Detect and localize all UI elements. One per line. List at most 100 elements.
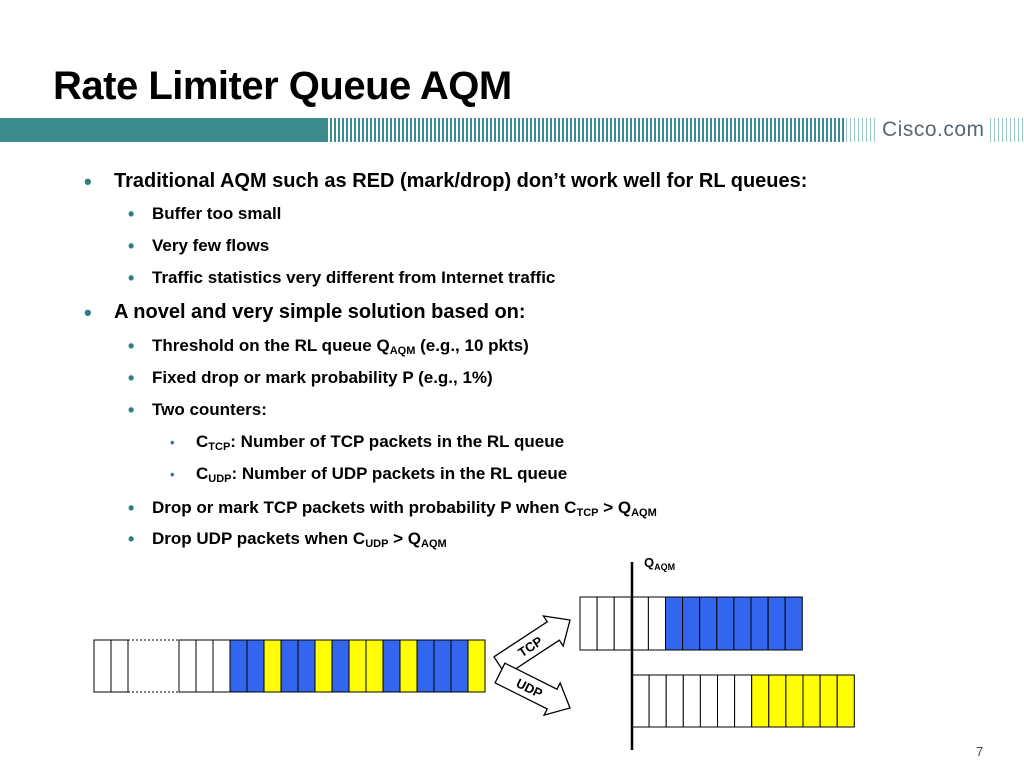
input-queue-cell-tcp <box>450 639 469 693</box>
bullet-marker: • <box>84 300 92 325</box>
bullet-marker: • <box>170 435 175 450</box>
input-queue-cell-udp <box>314 639 333 693</box>
subscript: AQM <box>389 345 416 357</box>
subscript: TCP <box>208 441 231 453</box>
input-queue-cell-udp <box>399 639 418 693</box>
subscript: UDP <box>208 473 232 485</box>
bullet-text: > Q <box>598 498 632 517</box>
cisco-logo: Cisco.com <box>878 118 989 142</box>
input-queue-cell-udp <box>348 639 367 693</box>
input-queue-cell-udp <box>467 639 486 693</box>
input-queue-cell-tcp <box>229 639 248 693</box>
bullet-text: Drop UDP packets when C <box>152 529 366 548</box>
bullet-text: Two counters: <box>152 400 267 419</box>
input-queue-cell-udp <box>263 639 282 693</box>
subscript: UDP <box>365 538 389 550</box>
header-band-stripes <box>326 118 846 142</box>
bullet-marker: • <box>84 169 92 194</box>
udp-queue-cell-empty <box>648 674 667 728</box>
bullet-marker: • <box>128 336 135 356</box>
bullet-item: Drop or mark TCP packets with probabilit… <box>152 498 657 519</box>
tcp-queue-cell-tcp <box>682 596 701 651</box>
tcp-queue-cell-tcp <box>767 596 786 651</box>
udp-arrow: UDP <box>494 662 571 717</box>
input-queue-cell-tcp <box>433 639 452 693</box>
udp-queue-cell-udp <box>785 674 804 728</box>
subscript: AQM <box>421 538 447 550</box>
tcp-queue-cell-empty <box>647 596 667 651</box>
bullet-item: CUDP: Number of UDP packets in the RL qu… <box>196 464 567 485</box>
input-queue-cell-empty <box>212 639 231 693</box>
bullet-text: Threshold on the RL queue Q <box>152 336 390 355</box>
bullet-item: Fixed drop or mark probability P (e.g., … <box>152 368 493 388</box>
subscript: TCP <box>576 507 599 519</box>
threshold-label: QAQM <box>644 555 675 572</box>
udp-queue-cell-udp <box>802 674 821 728</box>
input-queue-cell-tcp <box>382 639 401 693</box>
udp-arrow-shape <box>494 662 571 717</box>
tcp-queue-cell-empty <box>630 596 649 651</box>
udp-queue-cell-udp <box>768 674 787 728</box>
bullet-item: Two counters: <box>152 400 267 420</box>
input-queue-cell-tcp <box>331 639 350 693</box>
bullet-marker: • <box>128 400 135 420</box>
bullet-text: (e.g., 10 pkts) <box>415 336 529 355</box>
tcp-queue-cell-empty <box>579 596 598 651</box>
bullet-text: Drop or mark TCP packets with probabilit… <box>152 498 577 517</box>
bullet-item: A novel and very simple solution based o… <box>114 301 526 324</box>
input-queue-cell-empty <box>178 639 197 693</box>
udp-queue-cell-empty <box>717 674 736 728</box>
input-queue-cell-udp <box>365 639 384 693</box>
udp-queue-cell-udp <box>751 674 770 728</box>
tcp-queue-cell-empty <box>596 596 615 651</box>
bullet-marker: • <box>128 529 135 549</box>
tcp-queue-cell-tcp <box>784 596 803 651</box>
tcp-queue-cell-tcp <box>699 596 718 651</box>
udp-queue-cell-empty <box>631 674 650 728</box>
slide-title: Rate Limiter Queue AQM <box>53 64 512 108</box>
threshold-label-sub: AQM <box>654 562 675 572</box>
bullet-marker: • <box>128 368 135 388</box>
udp-queue-cell-empty <box>699 674 719 728</box>
page-number: 7 <box>976 744 984 759</box>
header-band-solid <box>0 118 326 142</box>
tcp-queue-cell-empty <box>613 596 632 651</box>
bullet-text: C <box>196 432 209 451</box>
tcp-queue-cell-tcp <box>716 596 735 651</box>
bullet-text: : Number of UDP packets in the RL queue <box>231 464 568 483</box>
bullet-marker: • <box>170 467 175 482</box>
bullet-text: Fixed drop or mark probability P (e.g., … <box>152 368 493 387</box>
bullet-text: > Q <box>388 529 422 548</box>
tcp-queue-cell-tcp <box>733 596 752 651</box>
bullet-marker: • <box>128 268 135 288</box>
subscript: AQM <box>631 507 657 519</box>
input-queue-cell-empty <box>110 639 129 693</box>
bullet-text: : Number of TCP packets in the RL queue <box>230 432 565 451</box>
bullet-item: Traditional AQM such as RED (mark/drop) … <box>114 170 807 193</box>
tcp-queue-cell-tcp <box>750 596 769 651</box>
bullet-item: Buffer too small <box>152 204 281 224</box>
bullet-text: Buffer too small <box>152 204 282 223</box>
input-queue-cell-tcp <box>246 639 265 693</box>
bullet-text: Traditional AQM such as RED (mark/drop) … <box>114 170 808 192</box>
bullet-text: C <box>196 464 209 483</box>
bullet-item: Threshold on the RL queue QAQM (e.g., 10… <box>152 336 529 357</box>
bullet-marker: • <box>128 236 135 256</box>
bullet-item: CTCP: Number of TCP packets in the RL qu… <box>196 432 564 453</box>
bullet-text: Traffic statistics very different from I… <box>152 268 556 287</box>
input-queue-cell-empty <box>93 639 112 693</box>
input-queue-cell-tcp <box>280 639 299 693</box>
bullet-item: Very few flows <box>152 236 269 256</box>
udp-queue-cell-udp <box>819 674 838 728</box>
bullet-marker: • <box>128 498 135 518</box>
udp-queue-cell-empty <box>734 674 753 728</box>
bullet-text: Very few flows <box>152 236 270 255</box>
bullet-item: Drop UDP packets when CUDP > QAQM <box>152 529 447 550</box>
udp-queue-cell-empty <box>665 674 684 728</box>
input-queue-cell-empty <box>195 639 214 693</box>
threshold-label-text: Q <box>644 555 654 570</box>
bullet-text: A novel and very simple solution based o… <box>114 301 526 323</box>
udp-queue-cell-empty <box>682 674 701 728</box>
